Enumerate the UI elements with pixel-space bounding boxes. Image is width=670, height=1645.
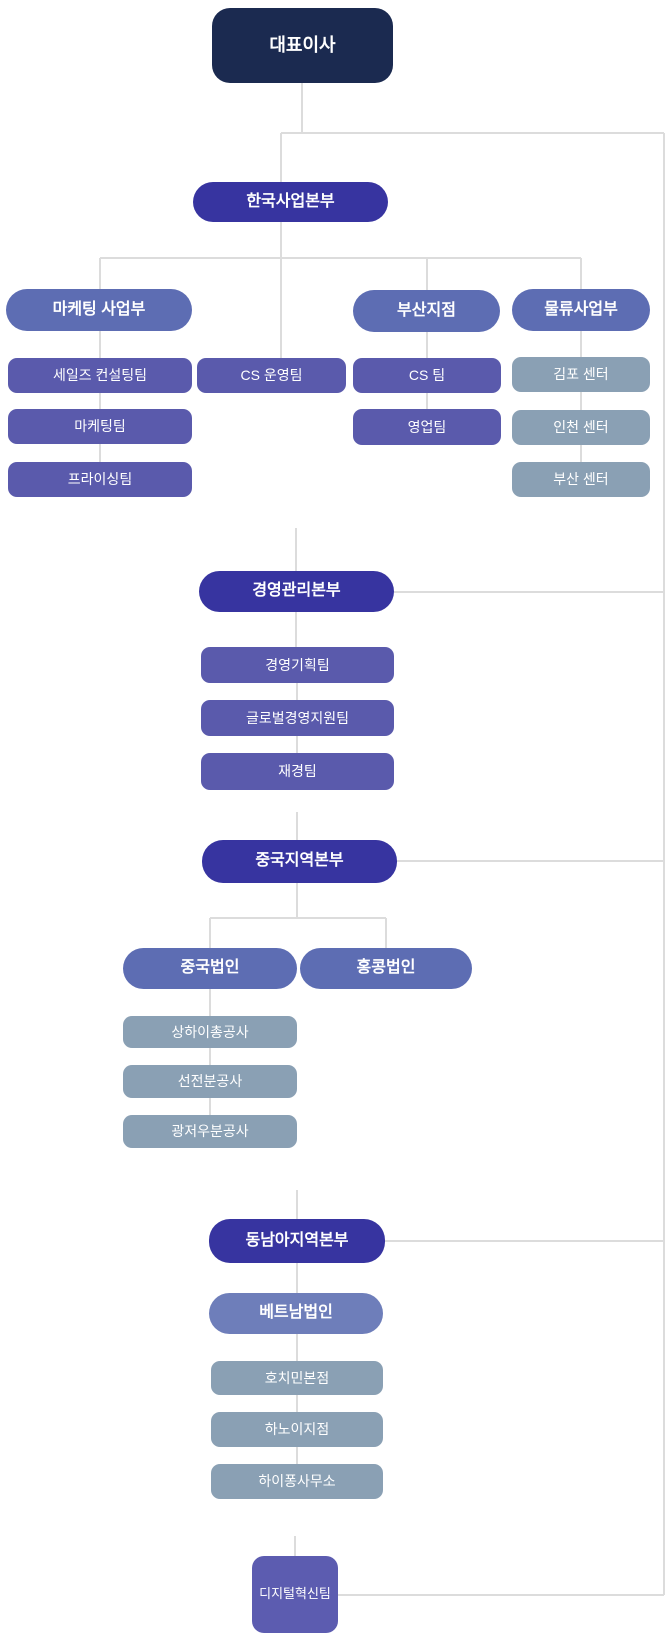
node-hochiminh-office: 호치민본점 [211, 1361, 383, 1395]
node-management-planning-team: 경영기획팀 [201, 647, 394, 683]
node-marketing-division: 마케팅 사업부 [6, 289, 192, 331]
node-busan-branch: 부산지점 [353, 290, 500, 332]
node-incheon-center: 인천 센터 [512, 410, 650, 445]
node-cs-operations-team: CS 운영팀 [197, 358, 346, 393]
node-sea-region-hq: 동남아지역본부 [209, 1219, 385, 1263]
node-digital-innovation-team: 디지털혁신팀 [252, 1556, 338, 1633]
node-china-region-hq: 중국지역본부 [202, 840, 397, 883]
node-ceo: 대표이사 [212, 8, 393, 83]
node-busan-center: 부산 센터 [512, 462, 650, 497]
node-sales-team: 영업팀 [353, 409, 501, 445]
node-cs-team: CS 팀 [353, 358, 501, 393]
node-haiphong-office: 하이퐁사무소 [211, 1464, 383, 1499]
node-korea-hq: 한국사업본부 [193, 182, 388, 222]
node-marketing-team: 마케팅팀 [8, 409, 192, 444]
node-guangzhou-office: 광저우분공사 [123, 1115, 297, 1148]
node-china-corporation: 중국법인 [123, 948, 297, 989]
node-finance-team: 재경팀 [201, 753, 394, 790]
node-vietnam-corporation: 베트남법인 [209, 1293, 383, 1334]
node-pricing-team: 프라이싱팀 [8, 462, 192, 497]
node-sales-consulting-team: 세일즈 컨설팅팀 [8, 358, 192, 393]
node-hanoi-office: 하노이지점 [211, 1412, 383, 1447]
node-management-hq: 경영관리본부 [199, 571, 394, 612]
node-shanghai-office: 상하이총공사 [123, 1016, 297, 1048]
node-global-management-support-team: 글로벌경영지원팀 [201, 700, 394, 736]
node-hongkong-corporation: 홍콩법인 [300, 948, 472, 989]
node-gimpo-center: 김포 센터 [512, 357, 650, 392]
node-logistics-division: 물류사업부 [512, 289, 650, 331]
node-shenzhen-office: 선전분공사 [123, 1065, 297, 1098]
